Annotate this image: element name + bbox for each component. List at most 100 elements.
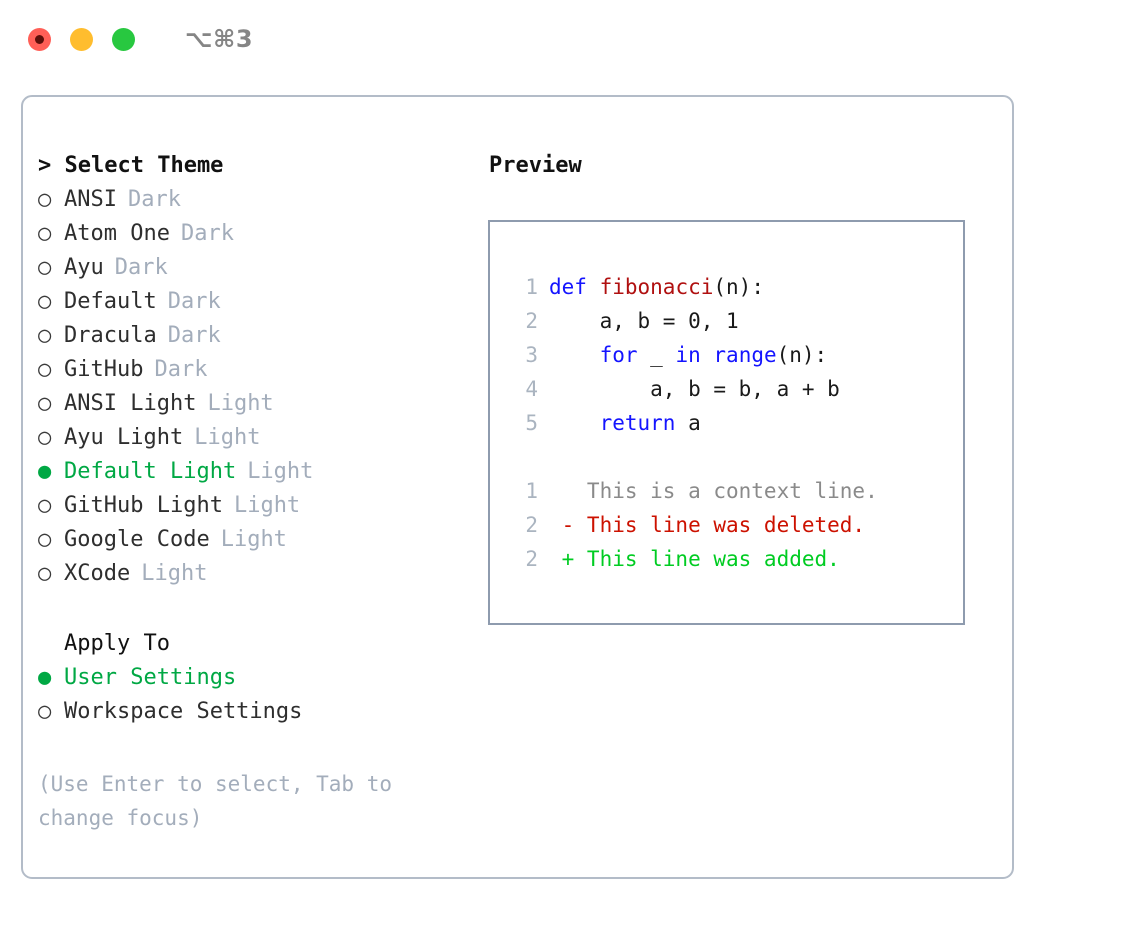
- theme-option-tag: Dark: [167, 323, 221, 348]
- preview-title: Preview: [489, 153, 582, 178]
- apply-to-option-workspace-settings[interactable]: ○ Workspace Settings: [38, 695, 488, 729]
- theme-option-label: Atom One: [64, 221, 170, 246]
- theme-option-label: Dracula: [64, 323, 157, 348]
- apply-to-option-list: ● User Settings ○ Workspace Settings: [38, 661, 488, 729]
- code-line: 2 a, b = 0, 1: [508, 304, 963, 338]
- radio-unselected-icon: ○: [38, 255, 52, 280]
- code-line-text: def fibonacci(n):: [549, 270, 764, 304]
- theme-option-google-code[interactable]: ○ Google Code Light: [38, 523, 488, 557]
- code-plain-token: _: [637, 343, 676, 367]
- theme-option-label: ANSI Light: [64, 391, 197, 416]
- code-keyword-token: def: [549, 275, 587, 299]
- apply-to-option-user-settings[interactable]: ● User Settings: [38, 661, 488, 695]
- radio-unselected-icon: ○: [38, 425, 52, 450]
- theme-option-tag: Dark: [114, 255, 168, 280]
- code-plain-token: (n):: [776, 343, 828, 367]
- apply-to-option-label: Workspace Settings: [64, 699, 303, 724]
- diff-line-text: + This line was added.: [549, 547, 840, 571]
- theme-option-ayu-light[interactable]: ○ Ayu Light Light: [38, 421, 488, 455]
- code-plain-token: [701, 343, 714, 367]
- theme-option-label: GitHub Light: [64, 493, 223, 518]
- theme-option-tag: Light: [141, 561, 208, 586]
- radio-unselected-icon: ○: [38, 221, 52, 246]
- radio-unselected-icon: ○: [38, 323, 52, 348]
- theme-option-tag: Dark: [154, 357, 208, 382]
- theme-option-label: Google Code: [64, 527, 210, 552]
- theme-option-tag: Dark: [167, 289, 221, 314]
- traffic-light-group: [28, 27, 135, 51]
- apply-to-header: Apply To: [64, 631, 170, 656]
- radio-unselected-icon: ○: [38, 391, 52, 416]
- close-button[interactable]: [28, 27, 51, 51]
- theme-option-label: Default: [64, 289, 157, 314]
- diff-line-number: 2: [525, 547, 538, 571]
- code-line: 4 a, b = b, a + b: [508, 372, 963, 406]
- window-titlebar: ⌥⌘3: [0, 0, 1140, 78]
- diff-line-add: 2 + This line was added.: [508, 542, 963, 576]
- diff-line-text: This is a context line.: [549, 479, 878, 503]
- code-keyword-token: return: [599, 411, 676, 435]
- diff-line-number: 2: [525, 513, 538, 537]
- diff-line-del: 2 - This line was deleted.: [508, 508, 963, 542]
- radio-selected-icon: ●: [38, 665, 52, 690]
- diff-sample: 1 This is a context line.2 - This line w…: [508, 474, 963, 576]
- theme-option-tag: Light: [194, 425, 261, 450]
- select-theme-header: > Select Theme: [38, 153, 224, 178]
- minimize-button[interactable]: [70, 27, 93, 51]
- radio-unselected-icon: ○: [38, 561, 52, 586]
- theme-option-tag: Light: [207, 391, 274, 416]
- code-plain-token: [549, 343, 600, 367]
- theme-option-label: Default Light: [64, 459, 237, 484]
- diff-line-number: 1: [525, 479, 538, 503]
- code-line-text: a, b = 0, 1: [549, 304, 739, 338]
- code-line-number: 4: [525, 377, 538, 401]
- theme-option-tag: Light: [220, 527, 287, 552]
- theme-option-ansi-light[interactable]: ○ ANSI Light Light: [38, 387, 488, 421]
- theme-option-default-light[interactable]: ● Default Light Light: [38, 455, 488, 489]
- code-line-text: a, b = b, a + b: [549, 372, 840, 406]
- theme-option-label: Ayu Light: [64, 425, 184, 450]
- code-plain-token: [549, 411, 600, 435]
- keyboard-shortcut-label: ⌥⌘3: [185, 25, 254, 53]
- radio-unselected-icon: ○: [38, 289, 52, 314]
- code-plain-token: a, b = 0, 1: [549, 309, 739, 333]
- theme-option-label: XCode: [64, 561, 131, 586]
- radio-unselected-icon: ○: [38, 527, 52, 552]
- code-line-text: for _ in range(n):: [549, 338, 828, 372]
- theme-option-label: GitHub: [64, 357, 144, 382]
- theme-option-tag: Light: [233, 493, 301, 518]
- theme-option-dracula[interactable]: ○ Dracula Dark: [38, 319, 488, 353]
- theme-option-github-light[interactable]: ○ GitHub Light Light: [38, 489, 488, 523]
- radio-unselected-icon: ○: [38, 187, 52, 212]
- code-plain-token: a, b = b, a + b: [549, 377, 840, 401]
- code-function-token: fibonacci: [599, 275, 714, 299]
- code-plain-token: a: [675, 411, 701, 435]
- radio-selected-icon: ●: [38, 459, 52, 484]
- radio-unselected-icon: ○: [38, 699, 52, 724]
- code-diff-spacer: [508, 440, 963, 474]
- theme-option-tag: Light: [247, 459, 314, 484]
- code-line-number: 5: [525, 411, 538, 435]
- radio-unselected-icon: ○: [38, 493, 52, 518]
- maximize-button[interactable]: [112, 27, 135, 51]
- code-keyword-token: range: [713, 343, 777, 367]
- theme-option-tag: Dark: [127, 187, 181, 212]
- diff-line-ctx: 1 This is a context line.: [508, 474, 963, 508]
- code-plain-token: (n):: [713, 275, 764, 299]
- apply-to-option-label: User Settings: [64, 665, 237, 690]
- keyboard-hint-text: (Use Enter to select, Tab to change focu…: [38, 772, 405, 830]
- theme-option-default[interactable]: ○ Default Dark: [38, 285, 488, 319]
- code-line: 5 return a: [508, 406, 963, 440]
- code-line: 3 for _ in range(n):: [508, 338, 963, 372]
- code-line-text: return a: [549, 406, 701, 440]
- theme-option-xcode[interactable]: ○ XCode Light: [38, 557, 488, 591]
- code-line-number: 2: [525, 309, 538, 333]
